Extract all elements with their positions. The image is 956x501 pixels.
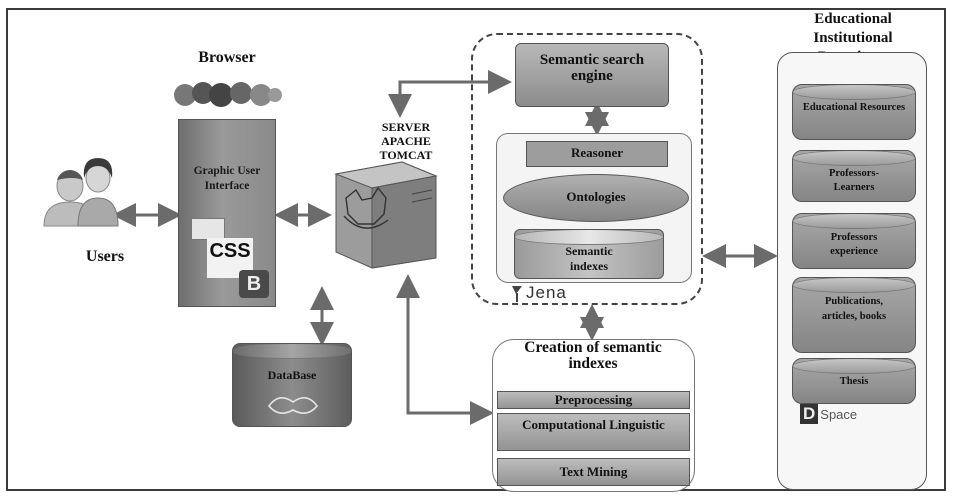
publications-label: Publications, articles, books bbox=[821, 296, 887, 322]
database-label: DataBase bbox=[267, 368, 317, 382]
dspace-logo-d: D bbox=[800, 404, 819, 424]
preprocessing-box: Preprocessing bbox=[497, 391, 690, 409]
ontologies-ellipse: Ontologies bbox=[503, 174, 689, 222]
educational-resources-label: Educational Resources bbox=[802, 102, 906, 113]
computational-linguistic-box: Computational Linguistic bbox=[497, 413, 690, 451]
jena-logo-text: Jena bbox=[526, 283, 567, 302]
text-mining-label: Text Mining bbox=[559, 464, 628, 479]
database-cylinder: DataBase bbox=[232, 343, 352, 427]
server-label: SERVER APACHE TOMCAT bbox=[379, 120, 433, 162]
semantic-container bbox=[471, 33, 703, 305]
semantic-indexes-cylinder: Semantic indexes bbox=[514, 229, 664, 279]
browser-title: Browser bbox=[198, 49, 256, 66]
semantic-search-engine-label: Semantic search engine bbox=[539, 52, 645, 84]
browser-logos-icon bbox=[171, 81, 283, 109]
reasoner-box: Reasoner bbox=[526, 141, 668, 167]
jena-logo-icon bbox=[510, 284, 524, 302]
postgres-logo-icon bbox=[263, 392, 323, 420]
thesis-cylinder: Thesis bbox=[792, 358, 916, 404]
server-search-arrow bbox=[388, 70, 512, 118]
reasoner-label: Reasoner bbox=[571, 145, 623, 160]
text-mining-box: Text Mining bbox=[497, 458, 690, 486]
bootstrap-logo-text: B bbox=[246, 273, 262, 295]
semantic-indexes-label: Semantic indexes bbox=[565, 244, 613, 273]
gui-label: Graphic User Interface bbox=[193, 165, 261, 192]
publications-cylinder: Publications, articles, books bbox=[792, 277, 916, 353]
css-logo-text: CSS bbox=[209, 240, 251, 262]
computational-linguistic-label: Computational Linguistic bbox=[522, 417, 665, 432]
thesis-label: Thesis bbox=[839, 376, 869, 387]
bootstrap-logo-icon: B bbox=[239, 270, 269, 298]
server-creation-arrow bbox=[396, 274, 494, 425]
professors-learners-cylinder: Professors-Learners bbox=[792, 150, 916, 202]
creation-title: Creation of semantic indexes bbox=[524, 339, 662, 372]
professors-experience-cylinder: Professors experience bbox=[792, 213, 916, 269]
dspace-logo-space: Space bbox=[820, 407, 858, 422]
semantic-search-engine-box: Semantic search engine bbox=[515, 43, 669, 107]
graphic-user-interface-panel: Graphic User Interface CSS B bbox=[178, 119, 276, 307]
users-icon bbox=[34, 148, 134, 228]
ontologies-label: Ontologies bbox=[566, 189, 626, 204]
users-label: Users bbox=[85, 248, 125, 265]
professors-experience-label: Professors experience bbox=[830, 232, 878, 257]
preprocessing-label: Preprocessing bbox=[554, 392, 633, 407]
educational-resources-cylinder: Educational Resources bbox=[792, 84, 916, 140]
jquery-logo-icon bbox=[191, 218, 225, 240]
professors-learners-label: Professors-Learners bbox=[829, 168, 879, 193]
server-icon bbox=[332, 154, 440, 270]
